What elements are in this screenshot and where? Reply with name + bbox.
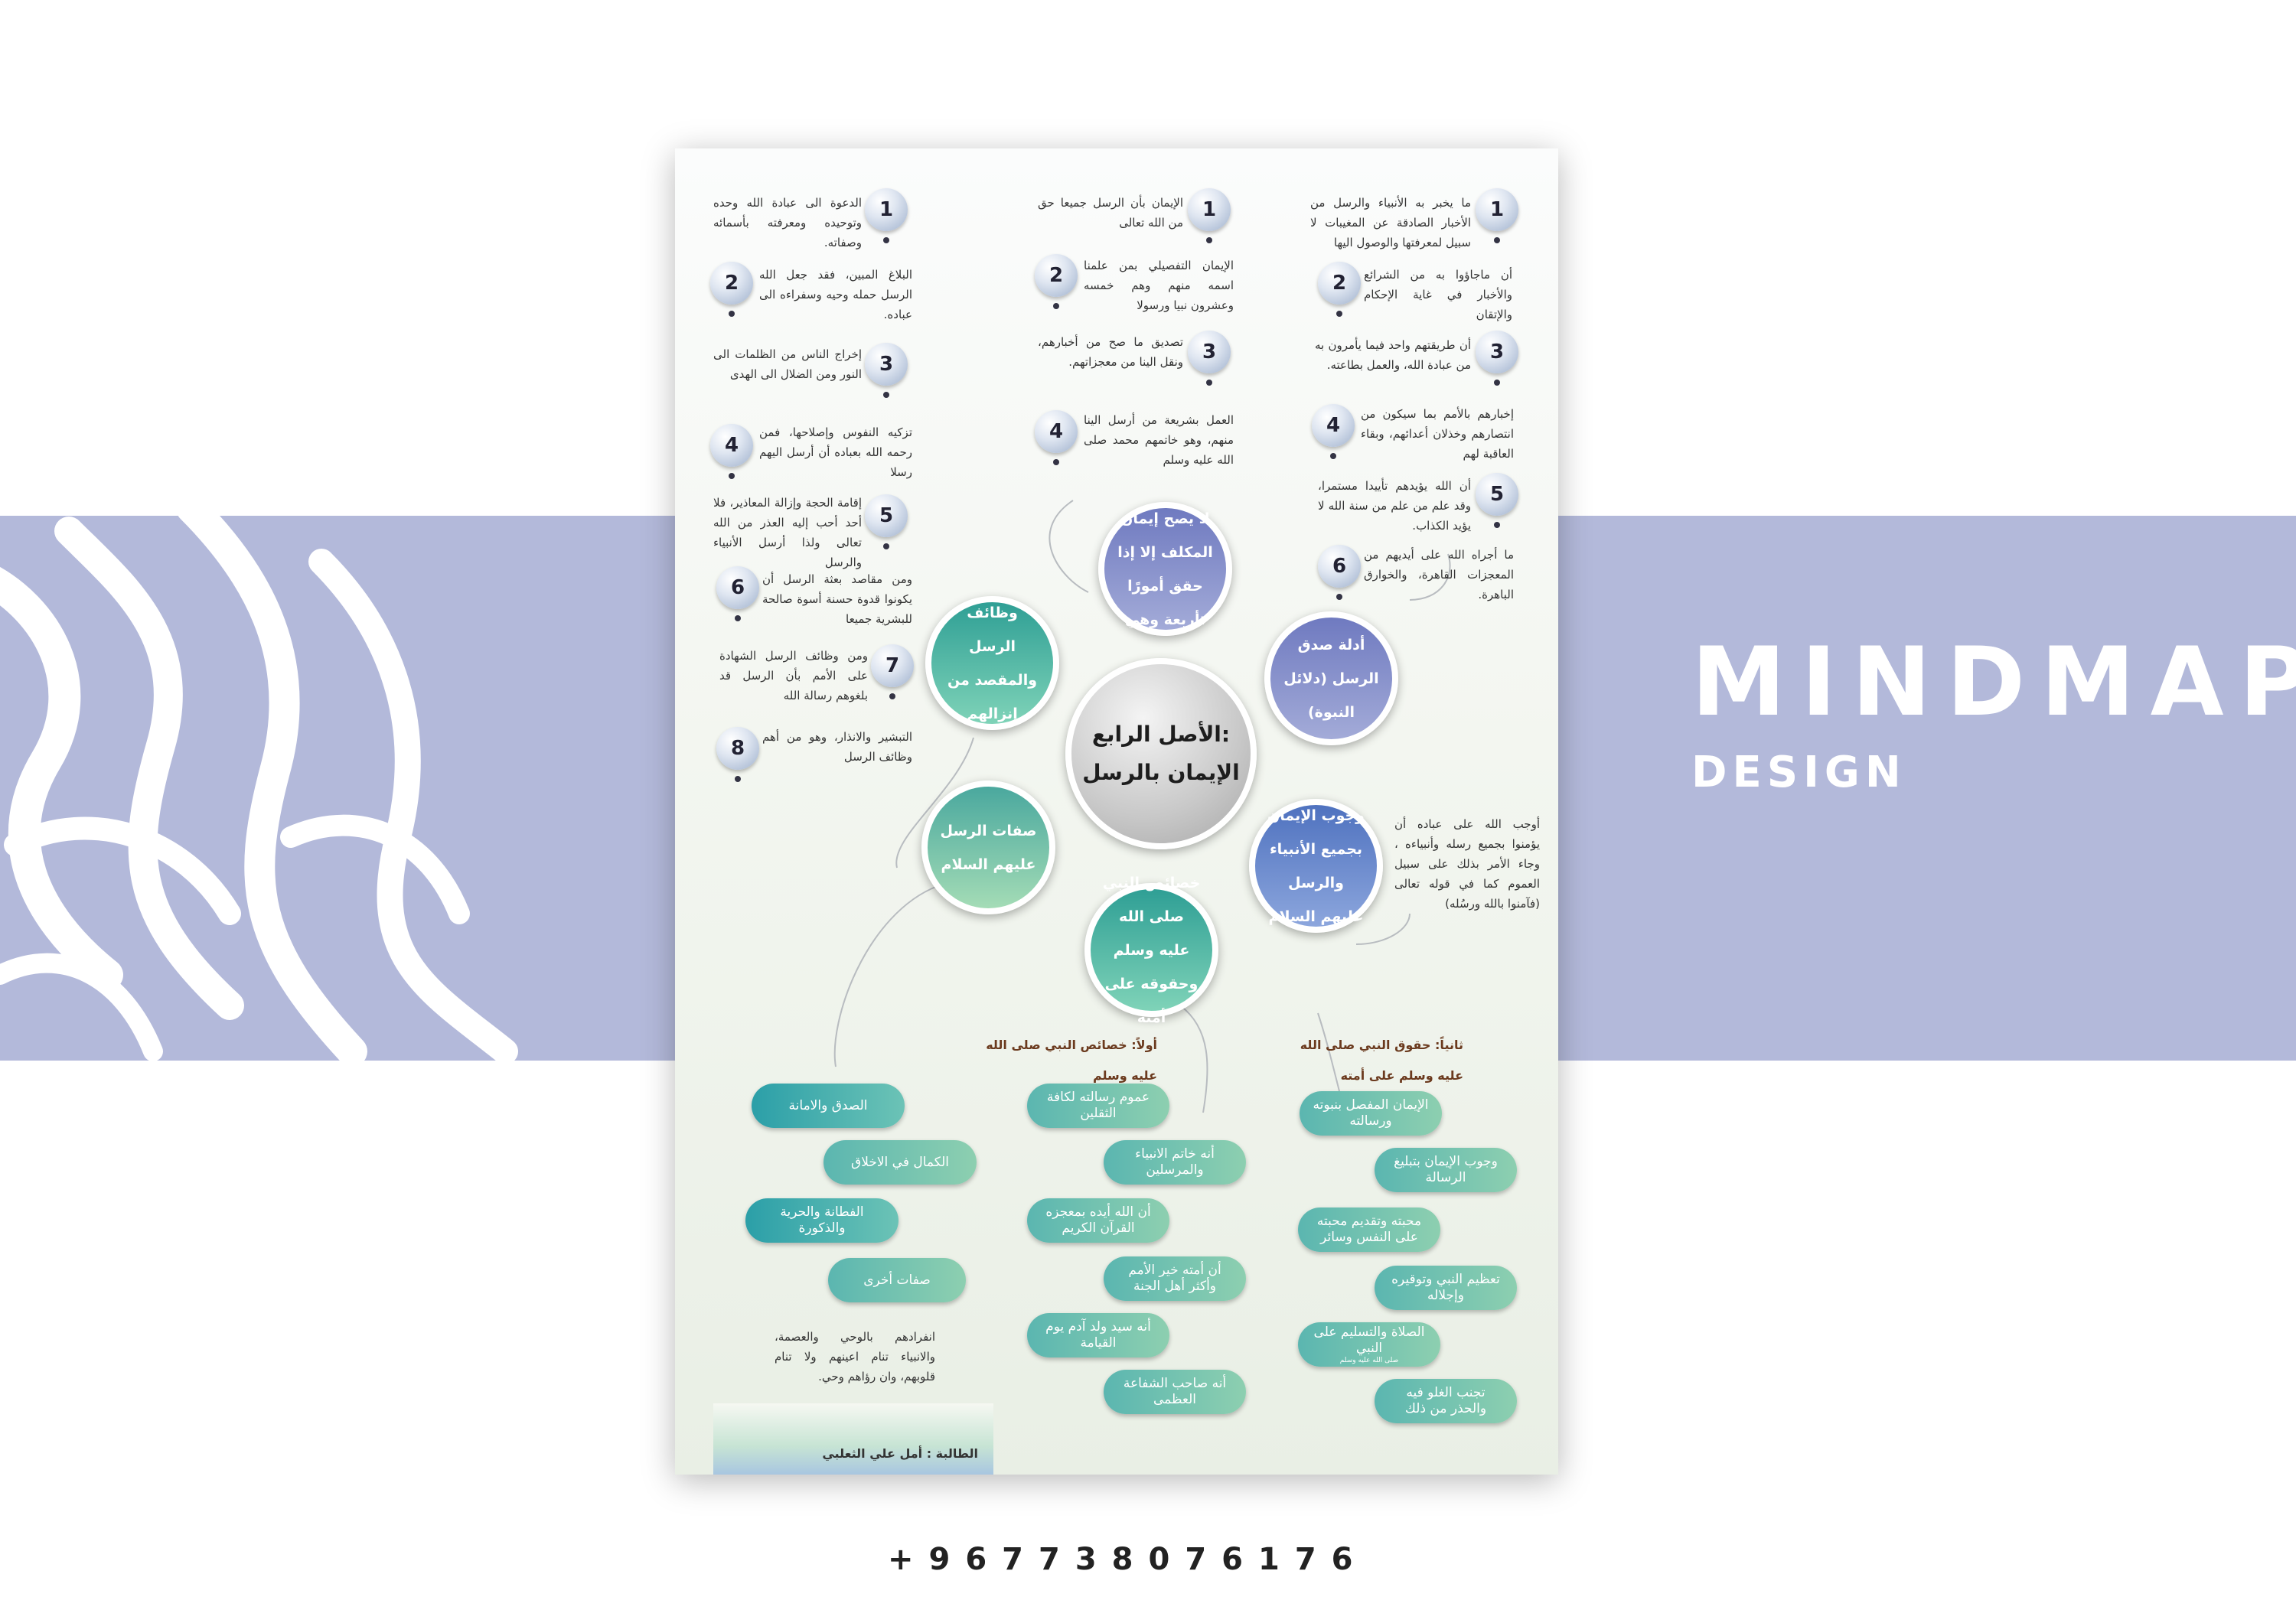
trait-pill: أنه خاتم الانبياء والمرسلين	[1104, 1140, 1246, 1185]
number-pin: 4	[1035, 410, 1078, 465]
number-pin: 8	[716, 727, 759, 782]
duty-text: الدعوة الى عبادة الله وحده وتوحيده ومعرف…	[713, 196, 862, 249]
all-prophets-note: أوجب الله على عباده أن يؤمنوا بجميع رسله…	[1394, 817, 1540, 911]
mindmap-poster: الأصل الرابع: الإيمان بالرسل لا يصح إيما…	[675, 148, 1558, 1475]
node-belief-all-prophets: وجوب الإيمان بجميع الأنبياء والرسل عليهم…	[1249, 799, 1383, 933]
number-pin: 1	[1476, 188, 1518, 243]
credit-box: الطالبة : أمل علي الثعلبي	[713, 1403, 993, 1475]
proof-text: أن طريقتهم واحد فيما يأمرون به من عبادة …	[1315, 338, 1471, 372]
center-line1: الأصل الرابع:	[1091, 722, 1231, 747]
duty-text: التبشير والانذار، وهو من أهم وظائف الرسل	[762, 730, 912, 764]
number-pin: 5	[1476, 473, 1518, 528]
attribute-pill: الصدق والامانة	[752, 1084, 905, 1128]
trait-pill: أن الله أيده بمعجزه القرآن الكريم	[1027, 1198, 1169, 1243]
connector-lines	[833, 500, 1451, 1113]
rights-heading: ثانياً: حقوق النبي صلى الله عليه وسلم عل…	[1300, 1038, 1463, 1083]
number-pin: 6	[1318, 545, 1361, 600]
duty-text: إخراج الناس من الظلمات الى النور ومن الض…	[713, 347, 862, 381]
number-pin: 4	[710, 424, 753, 479]
duty-text: ومن مقاصد بعثة الرسل أن يكونوا قدوة حسنة…	[762, 572, 912, 626]
duty-text: إقامة الحجة وإزالة المعاذير، فلا أحد أحب…	[713, 496, 862, 569]
proof-text: أن ماجاؤوا به من الشرائع والأخبار في غاي…	[1364, 268, 1512, 321]
number-pin: 1	[865, 188, 908, 243]
number-pin: 6	[716, 566, 759, 621]
node-proofs-truth: أدلة صدق الرسل (دلائل النبوة)	[1264, 611, 1398, 745]
number-pin: 2	[710, 262, 753, 317]
center-line2: الإيمان بالرسل	[1082, 760, 1240, 785]
center-node: الأصل الرابع: الإيمان بالرسل	[1065, 658, 1257, 849]
attribute-pill: الفطانة والحرية والذكورة	[745, 1198, 899, 1243]
number-pin: 2	[1318, 262, 1361, 317]
number-pin: 7	[871, 644, 914, 699]
node-messengers-attributes: صفات الرسل عليهم السلام	[921, 781, 1055, 914]
node-prophet-traits-rights: خصائص النبي صلى الله عليه وسلم وحقوقه عل…	[1084, 875, 1218, 1026]
trait-pill: أنه سيد ولد آدم يوم القيامة	[1027, 1313, 1169, 1357]
number-pin: 3	[1188, 331, 1231, 386]
right-pill: محبته وتقديم محبته على النفس وسائر	[1298, 1207, 1440, 1252]
brand-subtitle: DESIGN	[1691, 748, 1906, 797]
attribute-pill: الكمال في الاخلاق	[823, 1140, 977, 1185]
number-pin: 3	[1476, 331, 1518, 386]
trait-pill: أنه صاحب الشفاعة العظمى	[1104, 1370, 1246, 1414]
attribute-pill: صفات أخرى	[828, 1258, 966, 1302]
right-pill: تجنب الغلو فيه والحذر من ذلك	[1375, 1379, 1517, 1423]
right-pill: تعظيم النبي وتوقيره وإجلاله	[1375, 1266, 1517, 1310]
condition-text: الإيمان بأن الرسل جميعا حق من الله تعالى	[1038, 196, 1183, 230]
traits-heading: أولاً: خصائص النبي صلى الله عليه وسلم	[986, 1038, 1157, 1083]
calligraphy-decoration	[0, 516, 518, 1061]
attributes-note: انفرادهم بالوحي والعصمة، والانبياء تنام …	[775, 1330, 935, 1383]
condition-text: العمل بشريعة من أرسل الينا منهم، وهو خات…	[1084, 413, 1234, 467]
trait-pill: أن أمته خير الأمم وأكثر أهل الجنة	[1104, 1256, 1246, 1301]
number-pin: 4	[1312, 404, 1355, 459]
number-pin: 3	[865, 343, 908, 398]
credit-text: الطالبة : أمل علي الثعلبي	[822, 1446, 978, 1461]
node-top-conditions: لا يصح إيمان المكلف إلا إذا حقق أمورًا أ…	[1098, 502, 1232, 636]
number-pin: 5	[865, 494, 908, 549]
brand-title: MINDMAP	[1691, 627, 2296, 738]
duty-text: تزكيه النفوس وإصلاحها، فمن رحمه الله بعب…	[759, 425, 912, 479]
right-pill: وجوب الإيمان بتبليغ الرسالة	[1375, 1148, 1517, 1192]
number-pin: 1	[1188, 188, 1231, 243]
duty-text: ومن وظائف الرسل الشهادة على الأمم بأن ال…	[719, 649, 868, 702]
node-messengers-duties: وظائف الرسل والمقصد من إنزالهم	[925, 596, 1059, 730]
proof-text: ما يخبر به الأنبياء والرسل من الأخبار ال…	[1310, 196, 1471, 249]
right-pill: الإيمان المفصل بنبوته ورسالته	[1300, 1091, 1442, 1136]
phone-number: +967738076176	[888, 1542, 1368, 1577]
trait-pill: عموم رسالته لكافة الثقلين	[1027, 1084, 1169, 1128]
condition-text: تصديق ما صح من أخبارهم، ونقل الينا من مع…	[1038, 335, 1183, 369]
brand-block: MINDMAP DESIGN	[1691, 635, 2296, 794]
proof-text: ما أجراه الله على أيديهم من المعجزات الق…	[1364, 548, 1514, 601]
number-pin: 2	[1035, 254, 1078, 309]
condition-text: الإيمان التفصيلي بمن علمنا اسمه منهم وهم…	[1084, 259, 1234, 312]
proof-text: أن الله يؤيدهم تأييدا مستمرا، وقد علم من…	[1318, 479, 1471, 533]
right-pill: الصلاة والتسليم على النبي صلى الله عليه …	[1298, 1322, 1440, 1367]
duty-text: البلاغ المبين، فقد جعل الله الرسل حمله و…	[759, 268, 912, 321]
proof-text: إخبارهم بالأمم بما سيكون من انتصارهم وخذ…	[1361, 407, 1514, 461]
